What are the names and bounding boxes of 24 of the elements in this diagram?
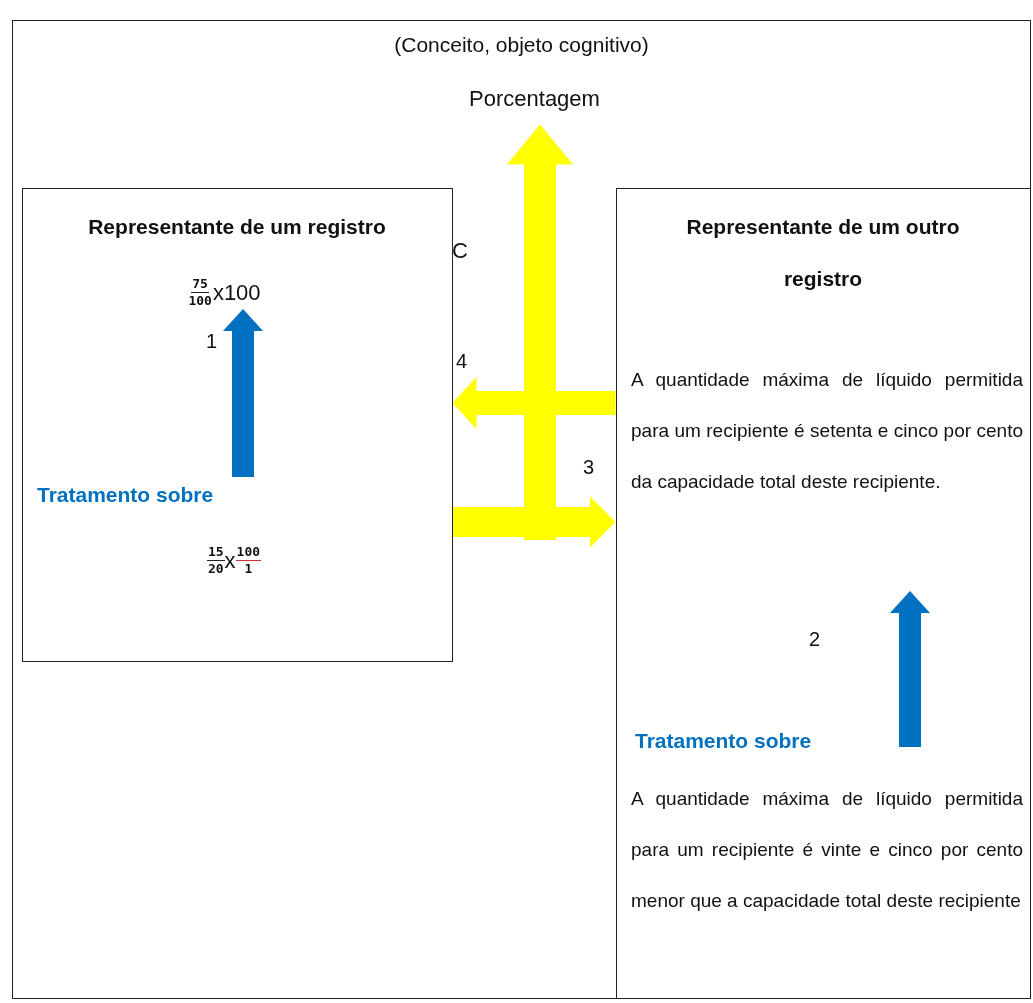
arrow xyxy=(507,124,573,540)
heading-text: Representante de um registro xyxy=(87,213,387,240)
arrow xyxy=(890,591,930,747)
annotation-text: Tratamento sobre xyxy=(37,483,214,507)
numerator: 15 xyxy=(206,544,225,561)
concept-name: Porcentagem xyxy=(468,85,601,112)
arrow xyxy=(452,377,616,429)
register-box xyxy=(615,187,1031,999)
numerator: 100 xyxy=(235,544,262,561)
paragraph: A quantidade máxima de líquido permitida para um recipiente é vinte e cinco por cento menor que a capacidade total deste recipiente xyxy=(631,787,1023,913)
denominator: 100 xyxy=(187,293,213,309)
denominator: 20 xyxy=(206,561,225,577)
arrow xyxy=(223,309,263,477)
annotation-text: Tratamento sobre xyxy=(635,729,812,753)
heading-text: Representante de um outro registro xyxy=(685,213,961,292)
paragraph: A quantidade máxima de líquido permitida para um recipiente é setenta e cinco por cento da capacidade total deste recipiente. xyxy=(631,368,1023,494)
math-expression: x100 xyxy=(212,279,261,306)
math-expression: x xyxy=(224,547,236,574)
register-box xyxy=(21,187,453,662)
letter-label: C xyxy=(452,238,468,264)
denominator: 1 xyxy=(243,561,254,577)
arrow xyxy=(452,496,616,548)
numerator: 75 xyxy=(191,276,209,293)
heading-text: (Conceito, objeto cognitivo) xyxy=(393,32,650,58)
